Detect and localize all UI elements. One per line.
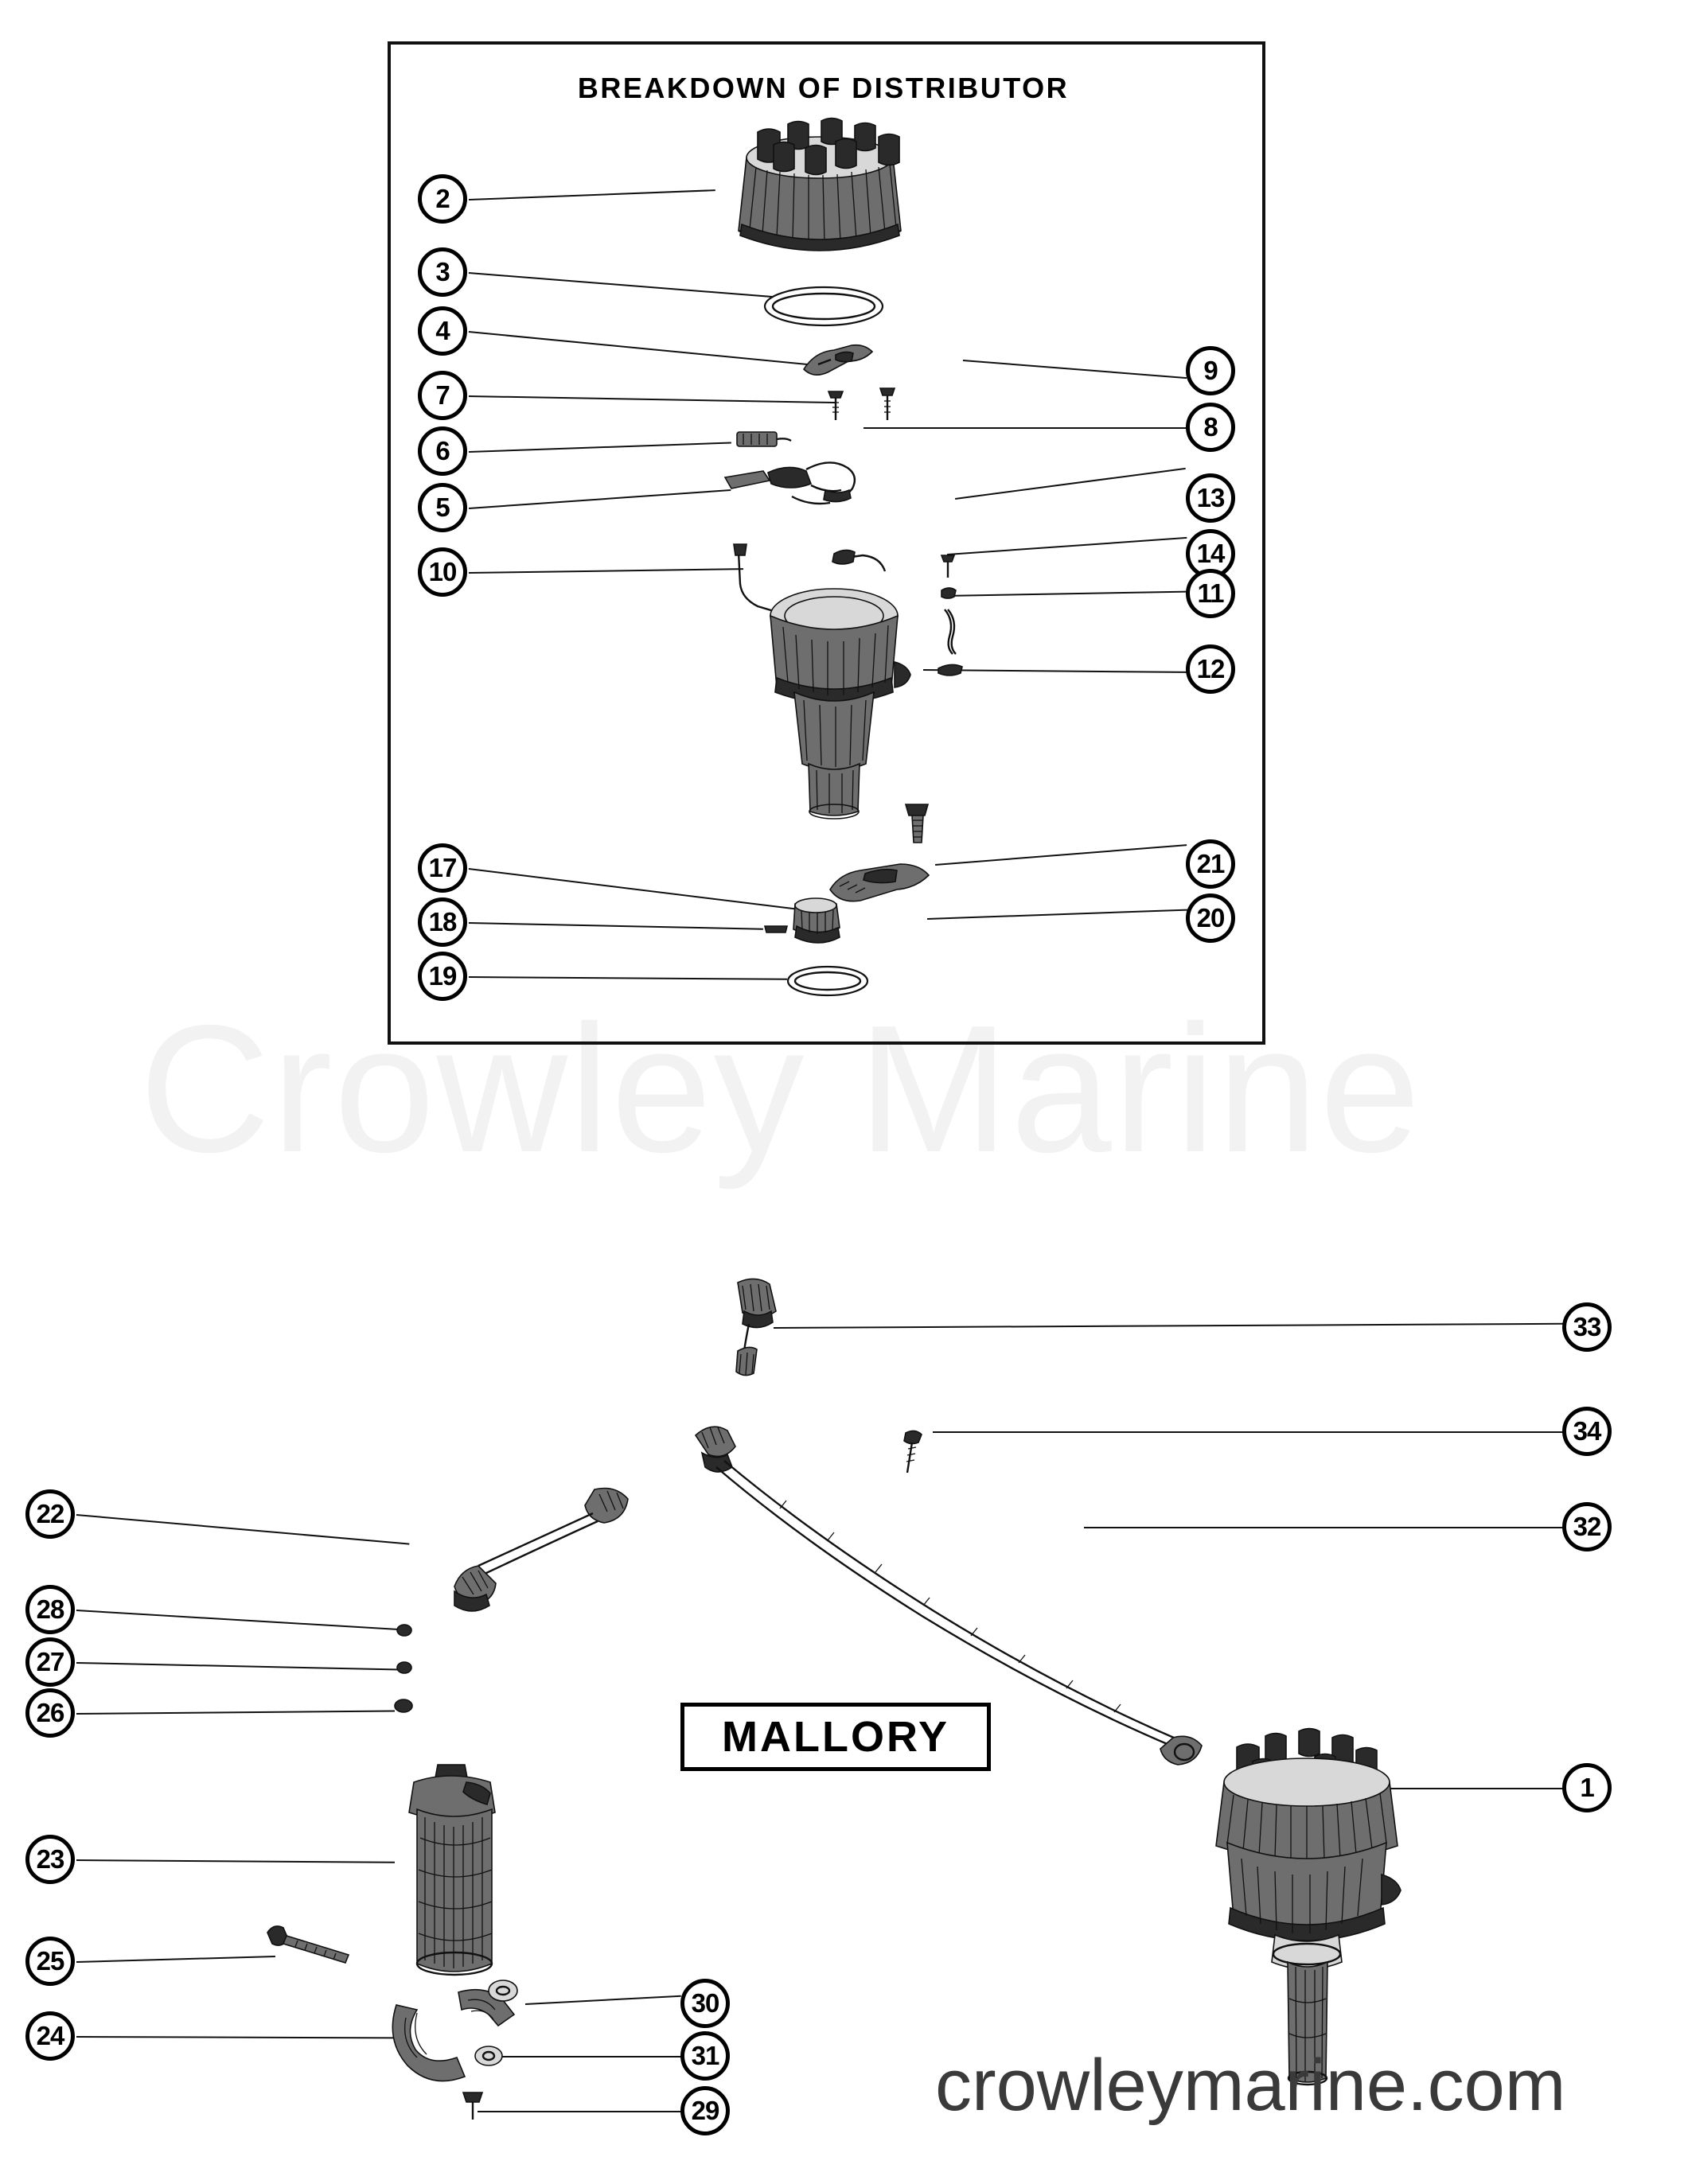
callout-8[interactable]: 8	[1186, 403, 1235, 452]
callout-19[interactable]: 19	[418, 952, 467, 1001]
leader-line-27	[76, 1662, 404, 1671]
wiring-harness-32-illustration	[684, 1408, 1337, 1790]
callout-2[interactable]: 2	[418, 174, 467, 224]
coil-bracket-24-illustration	[382, 1973, 565, 2132]
complete-distributor-1-illustration	[1178, 1719, 1440, 2093]
cap-oring-illustration	[760, 282, 887, 330]
callout-4[interactable]: 4	[418, 306, 467, 356]
callout-12[interactable]: 12	[1186, 644, 1235, 694]
callout-24[interactable]: 24	[25, 2011, 75, 2061]
distributor-cap-illustration	[700, 117, 939, 263]
bolt-25-illustration	[263, 1921, 358, 1966]
leader-line-31	[500, 2056, 681, 2057]
callout-5[interactable]: 5	[418, 483, 467, 532]
watermark-url: crowleymarine.com	[935, 2045, 1566, 2126]
callout-33[interactable]: 33	[1562, 1302, 1612, 1352]
callout-6[interactable]: 6	[418, 426, 467, 476]
callout-11[interactable]: 11	[1186, 569, 1235, 618]
grommet-27-illustration	[394, 1659, 415, 1676]
callout-3[interactable]: 3	[418, 247, 467, 297]
leader-line-8	[863, 427, 1187, 429]
leader-line-23	[76, 1859, 395, 1863]
grommet-26-illustration	[392, 1696, 415, 1715]
callout-21[interactable]: 21	[1186, 839, 1235, 889]
leader-line-25	[76, 1956, 275, 1963]
callout-10[interactable]: 10	[418, 547, 467, 597]
callout-25[interactable]: 25	[25, 1937, 75, 1986]
callout-27[interactable]: 27	[25, 1637, 75, 1687]
ignition-sensor-33-illustration	[720, 1273, 792, 1392]
grommet-28-illustration	[394, 1621, 415, 1639]
callout-18[interactable]: 18	[418, 897, 467, 947]
rotor-20-illustration	[824, 859, 935, 912]
callout-17[interactable]: 17	[418, 843, 467, 893]
distributor-housing-illustration	[700, 539, 963, 819]
leader-line-32	[1084, 1527, 1563, 1528]
callout-9[interactable]: 9	[1186, 346, 1235, 395]
leader-line-33	[774, 1322, 1563, 1329]
callout-26[interactable]: 26	[25, 1688, 75, 1738]
callout-23[interactable]: 23	[25, 1835, 75, 1884]
leader-line-29	[478, 2111, 681, 2112]
callout-31[interactable]: 31	[680, 2031, 730, 2081]
distributor-breakdown-panel	[388, 41, 1265, 1045]
leader-line-22	[76, 1514, 410, 1545]
ignition-coil-23-illustration	[390, 1758, 517, 1989]
leader-line-34	[933, 1431, 1563, 1433]
callout-1[interactable]: 1	[1562, 1763, 1612, 1812]
bolt-21-illustration	[899, 800, 936, 847]
small-hardware-13-14-11-12-illustration	[927, 549, 991, 700]
callout-20[interactable]: 20	[1186, 893, 1235, 943]
callout-34[interactable]: 34	[1562, 1407, 1612, 1456]
leader-line-28	[76, 1610, 409, 1631]
screw-34-illustration	[899, 1428, 926, 1477]
spark-plug-lead-22-illustration	[402, 1480, 641, 1615]
drive-gear-17-18-illustration	[760, 891, 848, 955]
points-5-illustration	[720, 454, 879, 522]
rotor-illustration	[796, 334, 883, 390]
mallory-logo: MALLORY	[680, 1703, 991, 1771]
callout-28[interactable]: 28	[25, 1585, 75, 1634]
leader-line-1	[1370, 1788, 1563, 1789]
callout-7[interactable]: 7	[418, 371, 467, 420]
callout-30[interactable]: 30	[680, 1979, 730, 2028]
screw-9-illustration	[875, 385, 899, 422]
leader-line-26	[76, 1710, 396, 1715]
leader-line-24	[76, 2036, 395, 2039]
callout-13[interactable]: 13	[1186, 473, 1235, 523]
callout-22[interactable]: 22	[25, 1489, 75, 1539]
condenser-6-illustration	[732, 426, 796, 453]
oring-19-illustration	[784, 963, 871, 999]
watermark-crowley-marine: Crowley Marine	[139, 988, 1422, 1190]
panel-title: BREAKDOWN OF DISTRIBUTOR	[577, 72, 1070, 104]
callout-32[interactable]: 32	[1562, 1502, 1612, 1551]
callout-29[interactable]: 29	[680, 2086, 730, 2135]
screw-7-illustration	[824, 388, 848, 422]
